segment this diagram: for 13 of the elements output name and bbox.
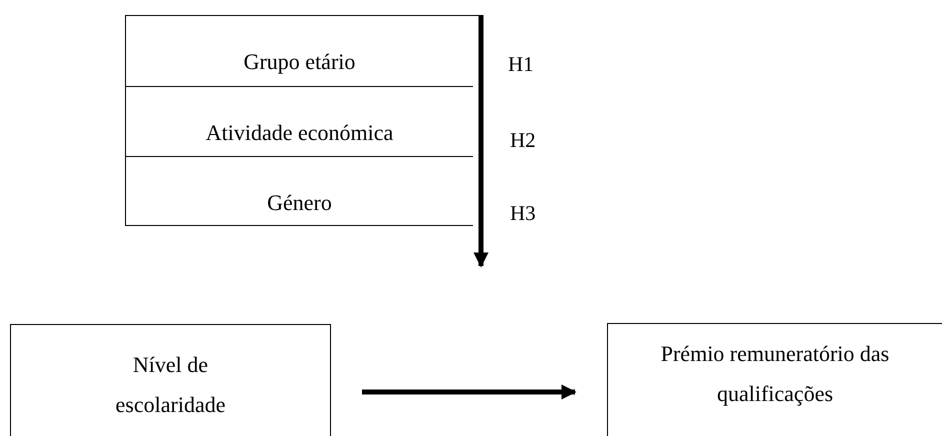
node-label: Nível de escolaridade — [114, 351, 226, 419]
concept-box — [10, 324, 331, 436]
node-label: Atividade económica — [206, 119, 394, 147]
node-label: Grupo etário — [244, 48, 356, 76]
hypothesis-label: H3 — [510, 201, 536, 226]
arrow — [362, 384, 576, 400]
concept-box — [607, 323, 942, 436]
arrow — [474, 15, 488, 268]
node-label: Género — [267, 189, 332, 217]
node-label: Prémio remuneratório das qualificações — [660, 340, 890, 408]
moderator-box — [125, 15, 481, 226]
hypothesis-label: H2 — [510, 128, 536, 153]
hypothesis-label: H1 — [508, 52, 534, 77]
